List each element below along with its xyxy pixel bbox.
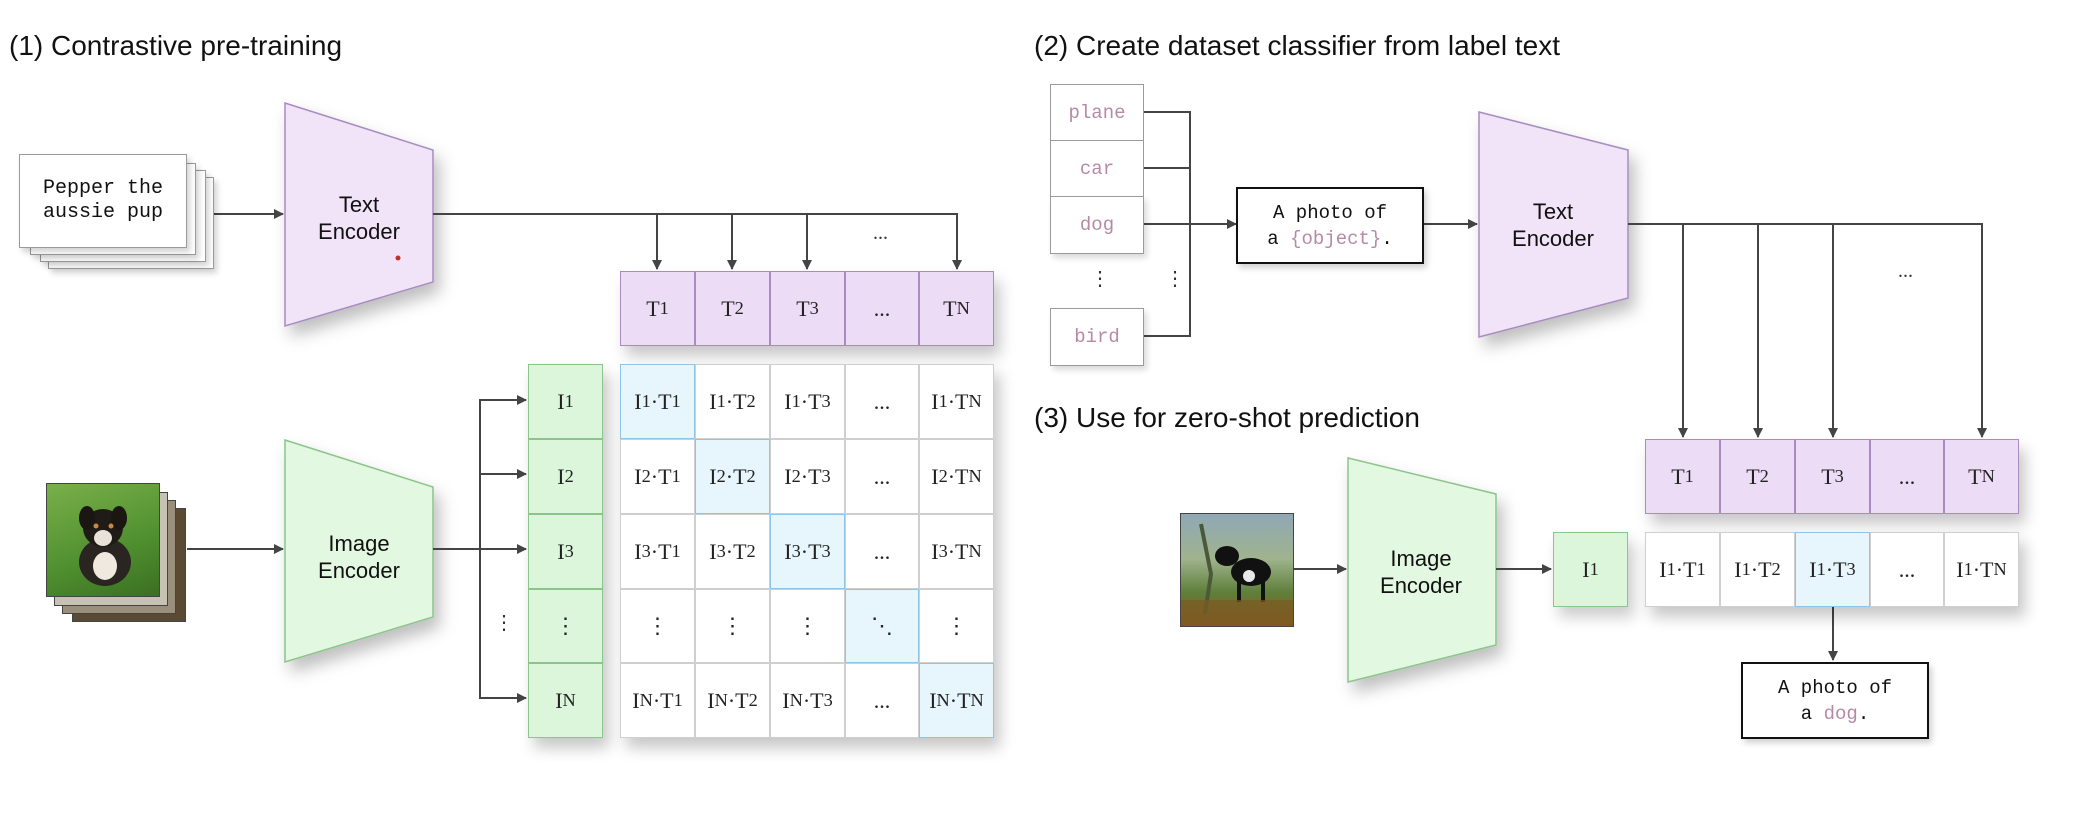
image-encoder-label-3: Image Encoder [1362,545,1480,599]
section3-title: (3) Use for zero-shot prediction [1034,402,1420,433]
section2-title: (2) Create dataset classifier from label… [1034,30,1560,61]
image-encoder-line1: Image [328,531,390,556]
s3-t-ellipsis-cell: ... [1870,439,1944,514]
prediction-suffix: . [1857,702,1870,725]
i-arrow-vdots: ⋮ [494,612,514,634]
matrix-cell-n-e: ... [845,663,919,738]
matrix-cell-4-3: ⋮ [770,589,845,663]
template-object: {object} [1290,227,1382,250]
text-encoder-line1: Text [338,192,380,217]
image-encoder-shape-3 [1347,457,1497,683]
s2-arrow-ellipsis: ... [1898,260,1913,282]
image-encoder-3-line2: Encoder [1380,573,1462,598]
label-dog: dog [1050,196,1144,254]
label-plane: plane [1050,84,1144,142]
text-encoder-2-line1: Text [1532,199,1574,224]
matrix-cell-1-e: ... [845,364,919,439]
labels-vdots: ⋮ [1090,268,1110,290]
text-encoder-shape [284,101,434,328]
matrix-cell-2-e: ... [845,439,919,514]
image-encoder-line2: Encoder [318,558,400,583]
text-input-card: Pepper the aussie pup [19,154,187,248]
image-encoder-shape [284,438,434,664]
text-encoder-label: Text Encoder [300,191,418,245]
image-encoder-label: Image Encoder [300,530,418,584]
template-prefix: a [1267,227,1291,250]
matrix-cell-4-2: ⋮ [695,589,770,663]
section1-title: (1) Contrastive pre-training [9,30,343,61]
text-encoder-shape-2 [1478,111,1629,338]
prediction-line1: A photo of [1777,676,1893,699]
text-input-line2: aussie pup [42,201,164,224]
template-line1: A photo of [1272,201,1388,224]
text-encoder-line2: Encoder [318,219,400,244]
matrix-cell-4-n: ⋮ [919,589,994,663]
label-bird: bird [1050,308,1144,366]
dog-image [1181,523,1293,626]
prediction-output: A photo of a dog. [1741,662,1929,739]
s3-score-ellipsis: ... [1870,532,1944,607]
i-vdots-cell: ⋮ [528,589,603,663]
bracket-vdots: ⋮ [1165,268,1185,290]
matrix-cell-3-e: ... [845,514,919,589]
dog-photo [1180,513,1294,627]
template-line2: a {object}. [1267,226,1392,252]
prediction-prefix: a [1800,702,1824,725]
text-encoder-2-line2: Encoder [1512,226,1594,251]
label-car: car [1050,140,1144,198]
puppy-image [79,506,131,586]
text-input-line1: Pepper the [42,177,164,200]
prediction-object: dog [1823,702,1858,725]
prompt-template: A photo of a {object}. [1236,187,1424,264]
image-encoder-3-line1: Image [1390,546,1452,571]
marker-dot [395,255,401,261]
matrix-cell-4-1: ⋮ [620,589,695,663]
text-encoder-label-2: Text Encoder [1494,198,1612,252]
t-arrow-ellipsis: ... [873,222,888,244]
t-ellipsis-cell: ... [845,271,919,346]
matrix-cell-4-e: ⋱ [845,589,919,663]
template-suffix: . [1381,227,1393,250]
puppy-photo [46,483,160,597]
prediction-line2: a dog. [1801,701,1869,727]
